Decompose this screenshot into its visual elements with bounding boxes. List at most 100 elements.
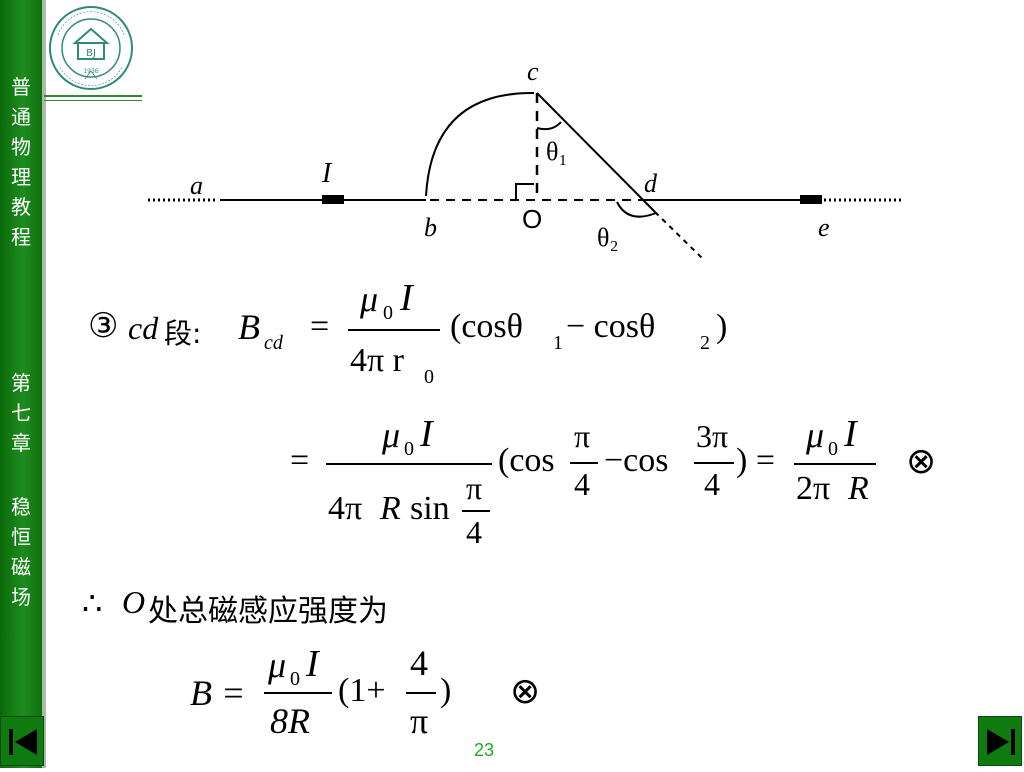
result-R: R xyxy=(848,470,869,507)
next-slide-button[interactable] xyxy=(978,716,1022,766)
pi-numerator: π xyxy=(574,418,591,454)
mu-subscript: 0 xyxy=(290,668,300,690)
page-number: 23 xyxy=(473,740,495,760)
paren-close: ) xyxy=(440,672,452,709)
label-c: c xyxy=(527,57,539,86)
header-rule xyxy=(44,95,142,97)
fraction-bar xyxy=(326,463,492,465)
fraction-bar xyxy=(264,692,332,694)
segment-label: 段: xyxy=(164,317,202,350)
sub-fraction-bar xyxy=(462,510,490,512)
prev-slide-button[interactable] xyxy=(0,716,44,766)
cos-open: (cos xyxy=(498,442,555,479)
equals-sign: = xyxy=(310,308,330,345)
chapter-title: 第 七 章 xyxy=(0,368,42,458)
theta1-subscript: 1 xyxy=(553,332,563,354)
denominator-four: 4 xyxy=(466,514,482,550)
chapter-char: 第 xyxy=(11,371,31,395)
four-denominator: 4 xyxy=(574,466,590,502)
current-I: I xyxy=(306,643,319,685)
course-title-char: 通 xyxy=(11,105,31,129)
topic-char: 磁 xyxy=(11,555,31,579)
label-theta2: θ₂ xyxy=(597,223,619,252)
wire-diagram: a I b c O θ₁ d θ₂ e xyxy=(148,57,902,259)
item-number: ③ xyxy=(88,308,119,345)
mu-symbol: μ xyxy=(382,415,401,455)
fraction-bar-pi4 xyxy=(570,462,598,464)
svg-text:1936: 1936 xyxy=(83,68,98,75)
conclusion-text: 处总磁感应强度为 xyxy=(148,594,388,629)
result-current-I: I xyxy=(844,413,857,455)
course-title-char: 普 xyxy=(11,75,31,99)
into-page-symbol: ⊗ xyxy=(906,441,937,481)
mu-subscript: 0 xyxy=(404,438,414,460)
result-2pi: 2π xyxy=(796,470,831,507)
therefore-symbol: ∴ xyxy=(82,585,103,621)
total-B: B = xyxy=(190,673,246,713)
result-mu-subscript: 0 xyxy=(828,438,838,460)
label-I: I xyxy=(321,158,333,189)
current-arrow-right-icon xyxy=(800,195,822,204)
label-e: e xyxy=(818,213,830,242)
denominator-pi: π xyxy=(466,470,483,506)
fraction-bar xyxy=(348,329,440,331)
label-O: O xyxy=(522,204,542,234)
B-cd-subscript: cd xyxy=(264,332,283,354)
into-page-symbol: ⊗ xyxy=(510,671,541,711)
course-title: 普 通 物 理 教 程 xyxy=(0,72,42,252)
theta2-subscript: 2 xyxy=(700,332,710,354)
svg-text:BJ: BJ xyxy=(86,48,96,59)
close-equals: ) = xyxy=(736,442,775,479)
three-pi-numerator: 3π xyxy=(696,418,729,454)
mu-symbol: μ xyxy=(268,645,287,685)
close-paren: ) xyxy=(716,308,728,345)
B-cd-symbol: B xyxy=(238,307,260,347)
label-theta1: θ₁ xyxy=(546,137,568,166)
course-title-char: 教 xyxy=(11,195,31,219)
current-I: I xyxy=(400,277,413,319)
skip-back-icon xyxy=(9,729,37,755)
wire-cd-extension xyxy=(654,211,703,259)
result-mu: μ xyxy=(806,415,825,455)
sidebar xyxy=(0,0,42,768)
fraction-bar-4pi xyxy=(406,692,436,694)
cos-theta1: (cosθ xyxy=(450,308,523,345)
current-I: I xyxy=(420,413,433,455)
topic-title: 稳 恒 磁 场 xyxy=(0,492,42,612)
arc-bc xyxy=(425,91,535,197)
course-title-char: 理 xyxy=(11,165,31,189)
four-numerator: 4 xyxy=(410,643,428,683)
equals-sign: = xyxy=(290,442,310,479)
label-b: b xyxy=(424,213,437,242)
skip-forward-icon xyxy=(987,729,1015,755)
course-title-char: 程 xyxy=(11,225,31,249)
sidebar-shadow xyxy=(42,0,46,768)
denominator-sin: sin xyxy=(410,490,450,527)
paren-open: (1+ xyxy=(338,672,386,709)
r-subscript: 0 xyxy=(424,366,434,388)
university-seal-logo: BJ 1936 xyxy=(49,6,133,90)
theta2-arc xyxy=(616,201,657,218)
mu-subscript: 0 xyxy=(383,302,393,324)
label-d: d xyxy=(644,169,658,198)
course-title-char: 物 xyxy=(11,135,31,159)
result-fraction-bar xyxy=(794,463,876,465)
chapter-char: 章 xyxy=(11,431,31,455)
four-denominator-2: 4 xyxy=(704,466,720,502)
theta1-arc xyxy=(536,121,562,131)
topic-char: 恒 xyxy=(11,525,31,549)
current-arrow-icon xyxy=(322,195,344,204)
cos-theta2: − cosθ xyxy=(566,308,656,345)
minus-cos: −cos xyxy=(604,442,669,479)
topic-char: 场 xyxy=(11,585,31,609)
denominator-4pi: 4π xyxy=(328,490,363,527)
segment-var: cd xyxy=(128,310,159,346)
denominator-R: R xyxy=(380,490,401,527)
header-rule-thin xyxy=(44,100,142,101)
pi-denominator: π xyxy=(410,701,429,741)
right-angle-mark xyxy=(515,183,534,200)
chapter-char: 七 xyxy=(11,401,31,425)
fraction-bar-3pi4 xyxy=(694,462,734,464)
point-O: O xyxy=(122,584,146,620)
denominator-8R: 8R xyxy=(270,701,310,741)
